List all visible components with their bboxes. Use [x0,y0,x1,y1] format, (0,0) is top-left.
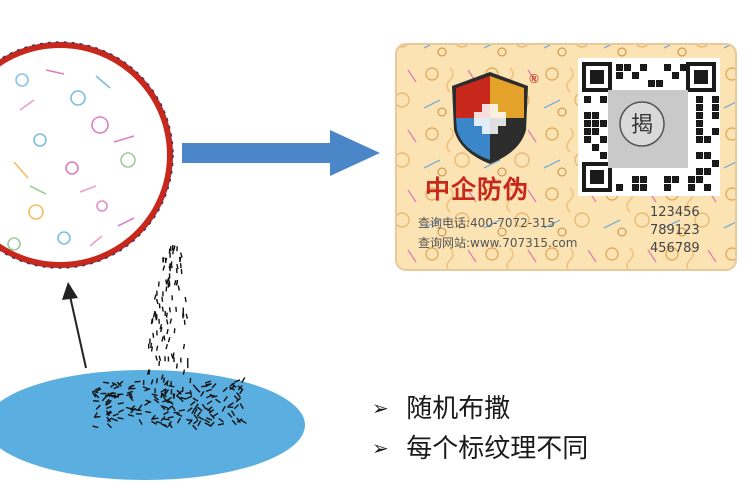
query-phone: 查询电话:400-7072-315 [418,214,555,231]
query-website: 查询网站:www.707315.com [418,234,577,251]
serial-line-2: 789123 [650,223,712,238]
fiber-pool [0,370,305,480]
serial-line-1: 123456 [650,205,712,220]
bullet-arrow-icon: ➢ [372,396,398,420]
bullet-arrow-icon: ➢ [372,436,398,460]
bullet-text: 每个标纹理不同 [406,434,588,464]
bullet-random-scatter: ➢ 随机布撒 [372,388,510,425]
registered-mark: ® [528,72,540,86]
bullet-unique-texture: ➢ 每个标纹理不同 [372,428,588,465]
magnified-circle [0,42,173,268]
flow-arrow [182,130,380,176]
brand-name: 中企防伪 [425,170,529,206]
peel-char: 揭 [622,107,662,139]
bullet-text: 随机布撒 [406,394,510,424]
up-arrow [62,282,86,368]
serial-line-3: 456789 [650,241,712,256]
